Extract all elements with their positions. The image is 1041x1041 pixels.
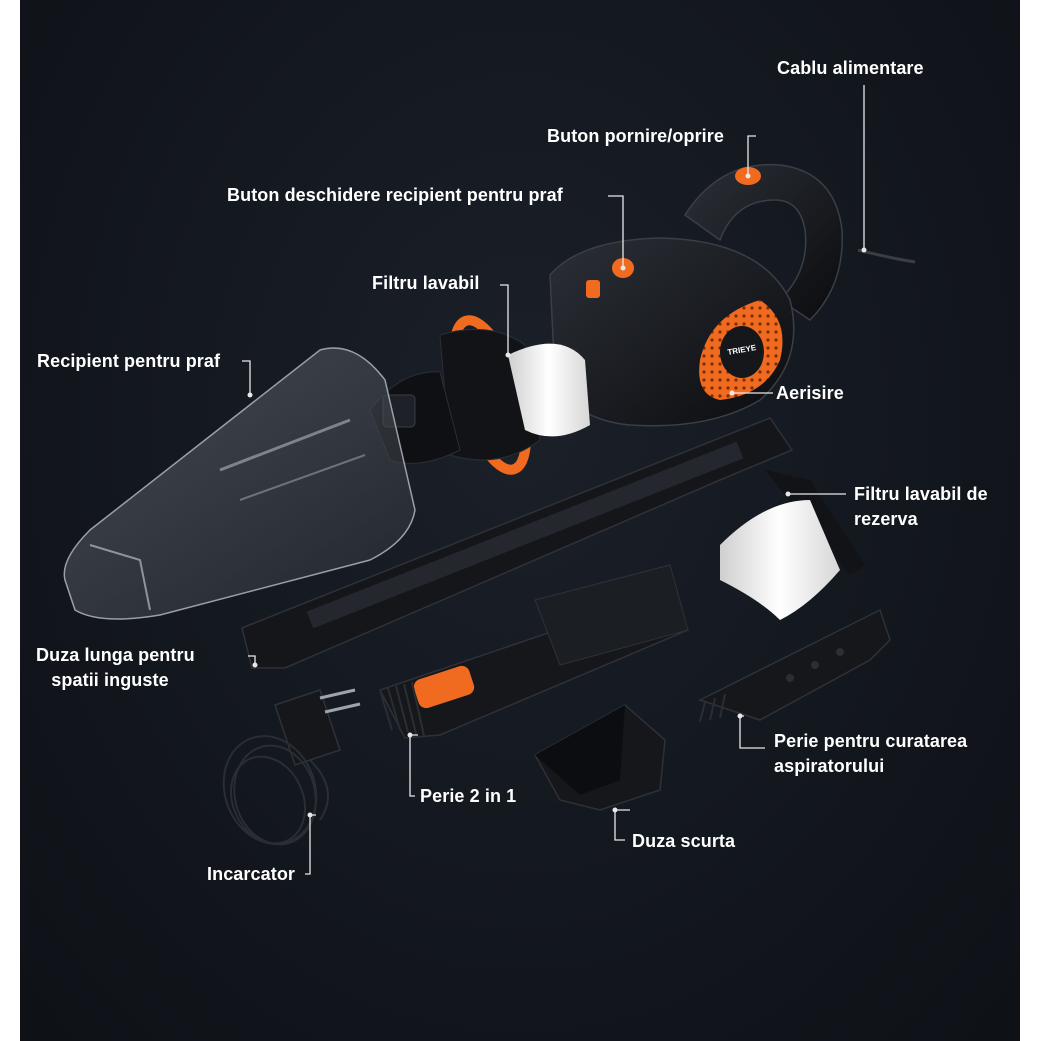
washable-filter-shape xyxy=(508,343,590,437)
label-dust-container: Recipient pentru praf xyxy=(37,351,221,371)
label-long-nozzle: Duza lunga pentru spatii inguste xyxy=(36,645,195,690)
label-short-nozzle: Duza scurta xyxy=(632,831,736,851)
label-power-cable: Cablu alimentare xyxy=(777,58,924,78)
power-cable xyxy=(857,248,916,264)
label-brush-2in1: Perie 2 in 1 xyxy=(420,786,517,806)
product-diagram: TRIEYE Cablu alimentare Buton pornire/op… xyxy=(20,0,1020,1041)
dust-container-shape xyxy=(63,347,416,620)
charger-adapter-shape xyxy=(274,689,341,766)
cleaning-brush-shape xyxy=(698,608,891,721)
label-cleaning-brush: Perie pentru curatarea aspiratorului xyxy=(774,731,968,776)
charger-cable-shape xyxy=(222,735,329,846)
label-washable-filter: Filtru lavabil xyxy=(372,273,480,293)
label-vent: Aerisire xyxy=(776,383,844,403)
vacuum-handle xyxy=(683,163,843,321)
leader-lines xyxy=(242,85,865,875)
label-charger: Incarcator xyxy=(207,864,296,884)
product-illustration: TRIEYE xyxy=(63,85,916,875)
label-release-button: Buton deschidere recipient pentru praf xyxy=(227,185,563,205)
label-power-button: Buton pornire/oprire xyxy=(547,126,724,146)
spare-filter-shape xyxy=(720,500,840,620)
label-spare-filter: Filtru lavabil de rezerva xyxy=(854,484,988,529)
